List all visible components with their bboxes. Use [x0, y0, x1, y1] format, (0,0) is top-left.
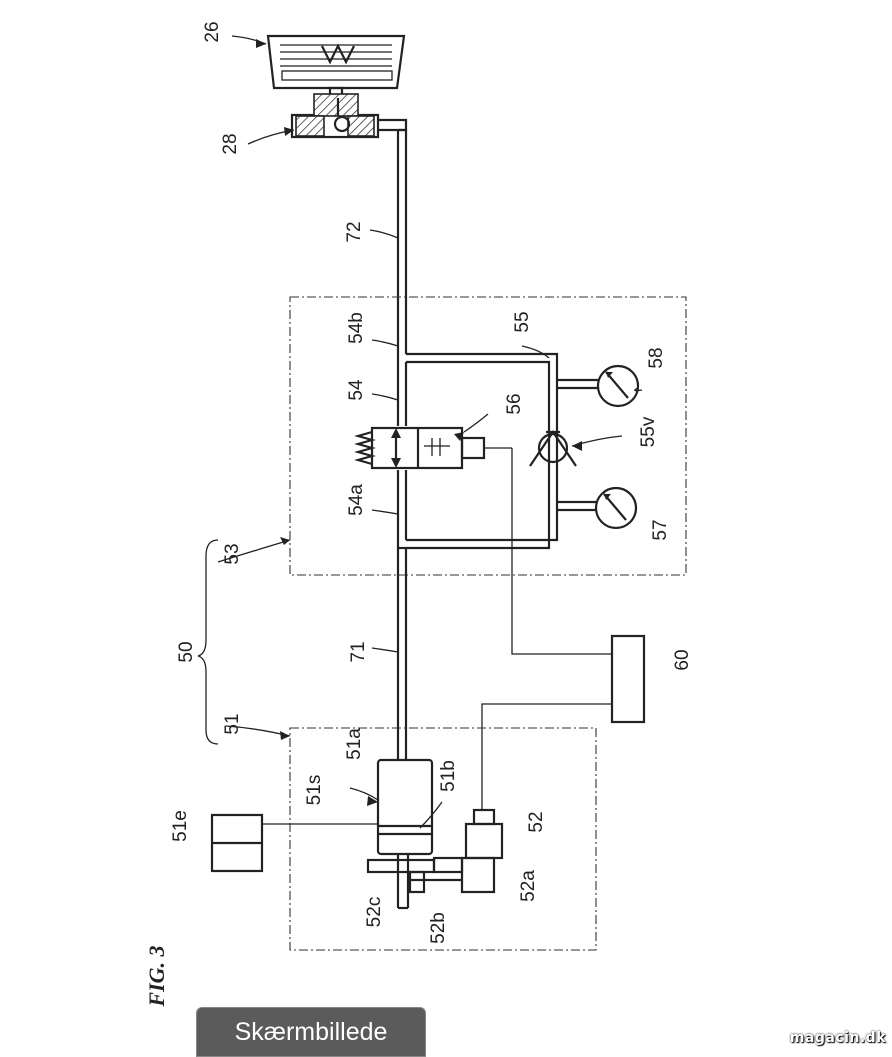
- label-54b: 54b: [346, 312, 367, 344]
- solenoid-valve-56: [353, 426, 486, 470]
- label-51a: 51a: [344, 728, 365, 760]
- label-71: 71: [348, 641, 369, 662]
- label-53: 53: [222, 543, 243, 564]
- leader-lines: [217, 35, 643, 829]
- controller-60: [610, 634, 646, 724]
- label-55v: 55v: [638, 416, 659, 447]
- bypass-line-55: [398, 352, 559, 550]
- label-54a: 54a: [346, 484, 367, 516]
- pressure-gauge-57: [557, 486, 638, 530]
- label-52c: 52c: [364, 897, 385, 928]
- label-50: 50: [176, 641, 197, 662]
- label-52: 52: [526, 811, 547, 832]
- unit-53-boundary: [289, 296, 687, 576]
- label-52a: 52a: [518, 870, 539, 902]
- signal-line-60-52: [481, 703, 612, 810]
- figure-title: FIG. 3: [144, 945, 169, 1007]
- pressure-gauge-58: [557, 364, 640, 408]
- label-58: 58: [646, 347, 667, 368]
- label-56: 56: [504, 393, 525, 414]
- label-54: 54: [346, 379, 367, 401]
- bracket-50: [197, 539, 219, 745]
- pipe-54: [396, 354, 408, 548]
- label-72: 72: [344, 221, 365, 242]
- label-51b: 51b: [438, 760, 459, 792]
- component-28: [290, 93, 408, 139]
- pipe-71: [396, 548, 408, 760]
- label-26: 26: [202, 21, 223, 42]
- screenshot-button[interactable]: Skærmbillede: [196, 1007, 426, 1057]
- watermark: magacin.dk: [789, 1030, 886, 1046]
- label-57: 57: [650, 519, 671, 540]
- reservoir-51e: [210, 813, 378, 873]
- label-51s: 51s: [304, 775, 325, 806]
- unit-51-boundary: [289, 727, 597, 951]
- label-51e: 51e: [170, 810, 191, 842]
- component-26: [266, 34, 406, 106]
- actuator-52: [366, 808, 504, 894]
- label-55: 55: [512, 311, 533, 332]
- master-cylinder-51: [376, 758, 434, 910]
- label-28: 28: [220, 133, 241, 154]
- signal-line-56-60: [511, 448, 612, 655]
- label-60: 60: [672, 649, 693, 670]
- reference-labels: 26 28 72 54b 55 54 56 58 55v 54a 57 53 5…: [144, 21, 693, 1007]
- label-51: 51: [222, 713, 243, 734]
- check-valve-55v: [529, 430, 577, 467]
- label-52b: 52b: [428, 912, 449, 944]
- pipe-72: [396, 128, 408, 354]
